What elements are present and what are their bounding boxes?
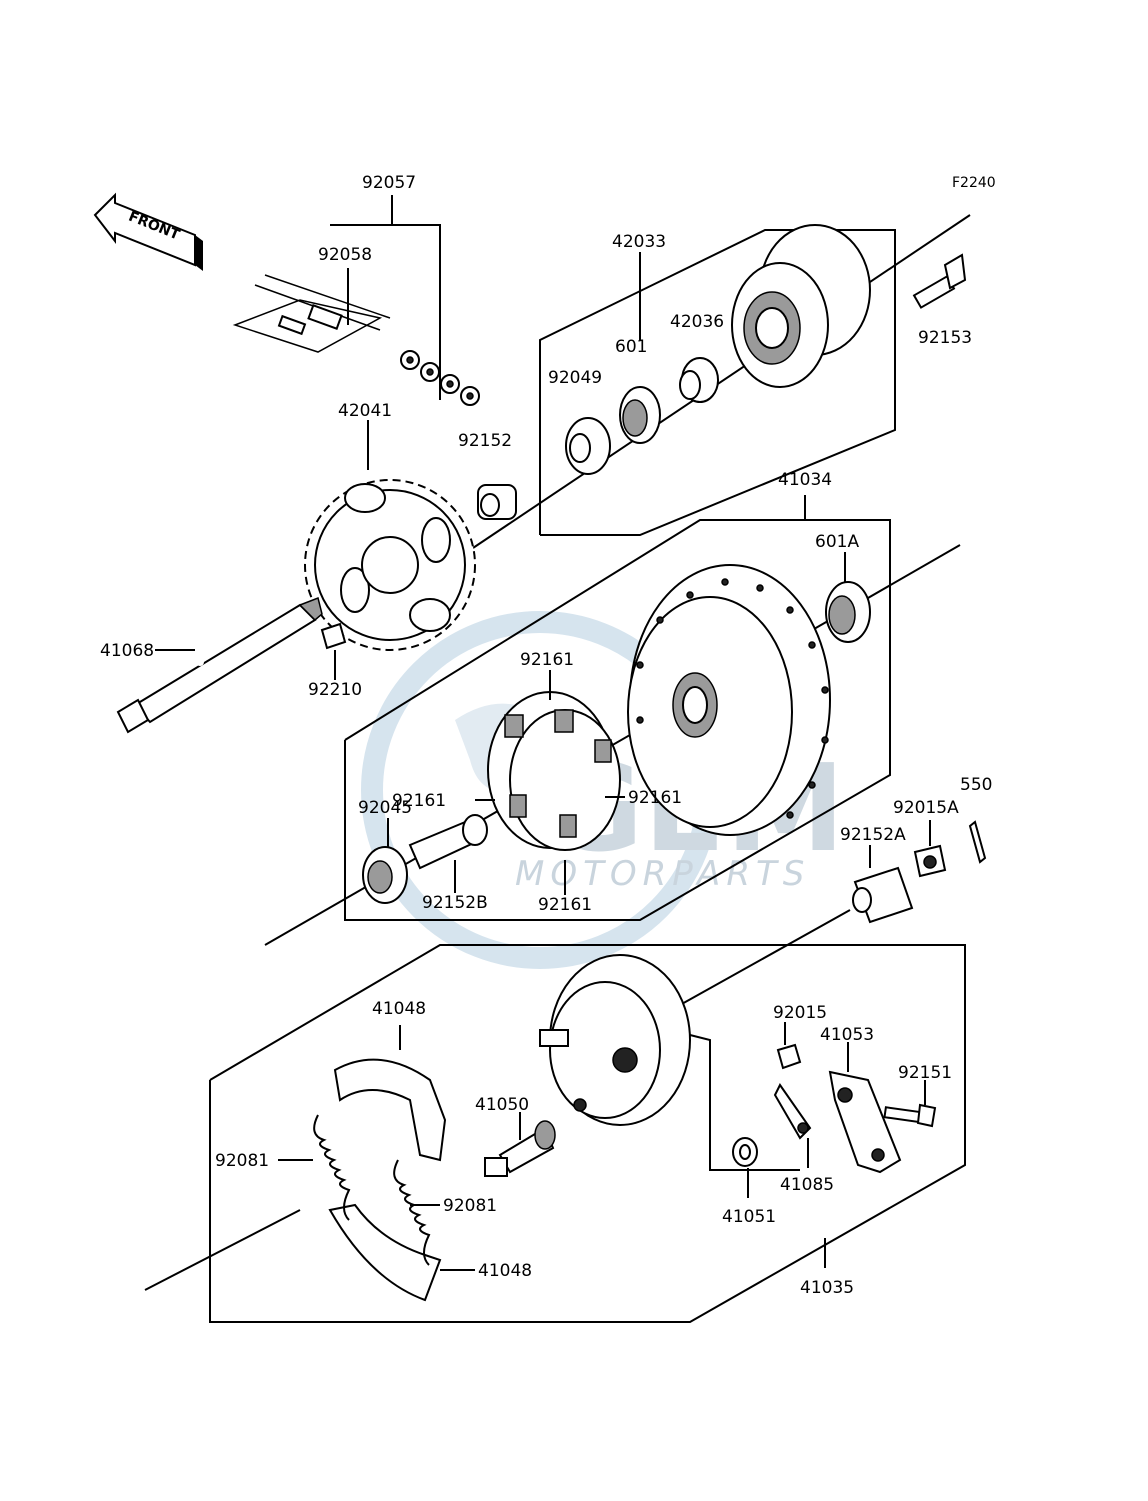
sprocket-hub-assembly [469, 214, 971, 551]
label-92153: 92153 [918, 328, 972, 348]
label-41048-top: 41048 [372, 999, 426, 1019]
rear-axle [116, 596, 347, 734]
label-41034: 41034 [778, 470, 832, 490]
figure-code: F2240 [952, 175, 996, 191]
front-direction-arrow: FRONT [93, 192, 203, 271]
label-601: 601 [615, 337, 647, 357]
label-92151: 92151 [898, 1063, 952, 1083]
rear-sprocket [304, 420, 476, 651]
label-92152B: 92152B [422, 893, 488, 913]
label-92045: 92045 [358, 798, 412, 818]
wheel-hub-assembly [264, 495, 961, 946]
label-41051: 41051 [722, 1207, 776, 1227]
label-42036: 42036 [670, 312, 724, 332]
label-92015A: 92015A [893, 798, 959, 818]
label-601A: 601A [815, 532, 859, 552]
label-41068: 41068 [100, 641, 154, 661]
brake-springs [278, 1114, 440, 1266]
label-41053: 41053 [820, 1025, 874, 1045]
label-41048-bottom: 41048 [478, 1261, 532, 1281]
label-42033: 42033 [612, 232, 666, 252]
label-92049: 92049 [548, 368, 602, 388]
watermark-text: MOTORPARTS [515, 854, 810, 894]
label-92152A: 92152A [840, 825, 906, 845]
part-labels: 92057 92058 42033 92153 42036 601 92049 … [100, 173, 992, 1298]
axle-end-parts [852, 820, 987, 924]
label-41050: 41050 [475, 1095, 529, 1115]
label-550: 550 [960, 775, 992, 795]
chain-links [400, 350, 480, 406]
label-92081-right: 92081 [443, 1196, 497, 1216]
label-92161-bottom: 92161 [538, 895, 592, 915]
label-92161-top: 92161 [520, 650, 574, 670]
label-92161-left: 92161 [392, 791, 446, 811]
drive-chain [232, 195, 480, 406]
label-92210: 92210 [308, 680, 362, 700]
label-92058: 92058 [318, 245, 372, 265]
label-42041: 42041 [338, 401, 392, 421]
label-92015: 92015 [773, 1003, 827, 1023]
label-92057: 92057 [362, 173, 416, 193]
label-92081-left: 92081 [215, 1151, 269, 1171]
hub-spoke-holes [636, 578, 829, 819]
label-92152: 92152 [458, 431, 512, 451]
label-92161-right: 92161 [628, 788, 682, 808]
brake-panel-assembly [144, 909, 966, 1323]
label-41035: 41035 [800, 1278, 854, 1298]
label-41085: 41085 [780, 1175, 834, 1195]
